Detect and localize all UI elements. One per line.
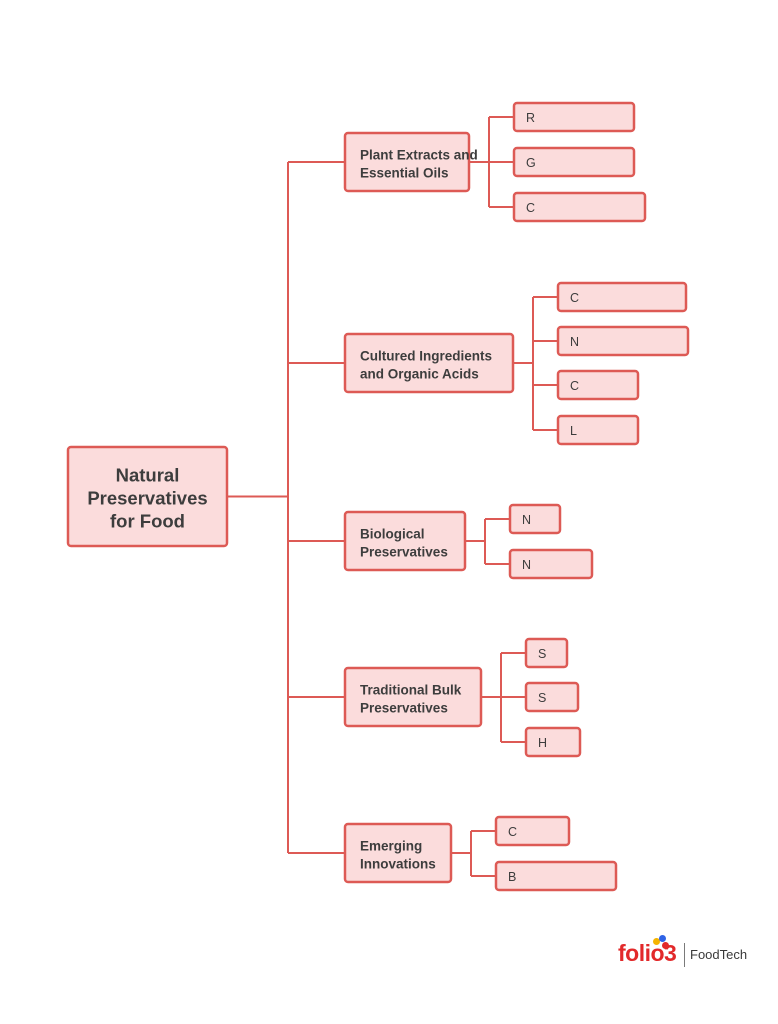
leaf-node	[556, 414, 640, 446]
category-label: Cultured Ingredients and Organic Acids	[360, 348, 492, 381]
category-label-line: Cultured Ingredients	[360, 348, 492, 363]
root-node	[66, 445, 229, 548]
category-label-line: Preservatives	[360, 700, 448, 715]
leaf-label-line: S	[538, 691, 546, 705]
leaf-label-line: S	[538, 647, 546, 661]
leaf-label-line: B	[508, 870, 516, 884]
leaf-label: C	[570, 291, 579, 305]
category-label-line: Innovations	[360, 856, 436, 871]
leaf-node	[512, 146, 636, 178]
leaf-node	[556, 281, 688, 313]
leaf-node	[512, 191, 647, 223]
leaf-label: B	[508, 870, 516, 884]
leaf-label-line: N	[570, 335, 579, 349]
leaf-label: G	[526, 156, 536, 170]
logo-suffix: FoodTech	[690, 947, 748, 962]
leaf-label: N	[522, 558, 531, 572]
leaf-label-line: C	[508, 825, 517, 839]
category-label-line: Traditional Bulk	[360, 682, 462, 697]
category-label-line: Preservatives	[360, 544, 448, 559]
leaf-node	[524, 726, 582, 758]
leaf-node	[556, 325, 690, 357]
leaf-node	[524, 681, 580, 713]
leaf-label-line: N	[522, 513, 531, 527]
leaf-label-line: N	[522, 558, 531, 572]
root-label-line: Natural	[116, 465, 180, 486]
leaf-node	[512, 101, 636, 133]
category-label-line: Essential Oils	[360, 165, 449, 180]
root-label-line: Preservatives	[87, 488, 207, 509]
category-label-line: and Organic Acids	[360, 366, 479, 381]
leaf-label: S	[538, 691, 546, 705]
leaf-label: N	[570, 335, 579, 349]
leaf-node	[556, 369, 640, 401]
leaf-label: L	[570, 424, 577, 438]
leaf-label: C	[508, 825, 517, 839]
leaf-label-line: G	[526, 156, 536, 170]
leaf-label: H	[538, 736, 547, 750]
root-label-line: for Food	[110, 511, 185, 532]
leaf-label: S	[538, 647, 546, 661]
leaf-label: C	[570, 379, 579, 393]
leaf-node	[508, 548, 594, 580]
category-label-line: Plant Extracts and	[360, 147, 478, 162]
logo-dot-yellow	[653, 938, 660, 945]
leaf-label: N	[522, 513, 531, 527]
logo-dot-red	[662, 942, 669, 949]
logo-divider	[684, 943, 685, 967]
leaf-label-line: C	[570, 291, 579, 305]
logo-dot-blue	[659, 935, 666, 942]
leaf-label: R	[526, 111, 535, 125]
category-label-line: Biological	[360, 526, 425, 541]
leaf-label-line: H	[538, 736, 547, 750]
leaf-node	[524, 637, 569, 669]
leaf-label-line: R	[526, 111, 535, 125]
leaf-label-line: C	[570, 379, 579, 393]
category-label-line: Emerging	[360, 838, 422, 853]
leaf-node	[494, 860, 618, 892]
leaf-label-line: C	[526, 201, 535, 215]
leaf-label: C	[526, 201, 535, 215]
leaf-node	[508, 503, 562, 535]
leaf-node	[494, 815, 571, 847]
leaf-label-line: L	[570, 424, 577, 438]
